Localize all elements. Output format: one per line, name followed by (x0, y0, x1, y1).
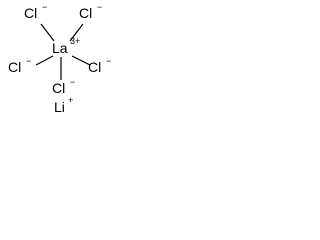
chloride-charge-upper-left: − (42, 2, 48, 12)
chloride-charge-upper-right: − (97, 2, 103, 12)
chloride-charge-lower-left: − (26, 56, 32, 66)
lanthanum-charge: 3+ (70, 36, 81, 46)
chlorine-label-upper-right: Cl (79, 5, 93, 21)
bond-la-cl-lower-left (35, 55, 54, 66)
chloride-charge-lower-right: − (106, 56, 112, 66)
chloride-charge-bottom: − (70, 77, 76, 87)
lithium-charge: + (68, 95, 74, 105)
structure-diagram: Cl − Cl − La 3+ Cl − Cl − Cl − Li + (0, 0, 128, 118)
chlorine-label-bottom: Cl (52, 80, 66, 96)
lanthanum-label: La (52, 40, 68, 56)
bond-la-cl-lower-right (71, 55, 91, 66)
bond-la-cl-upper-left (40, 23, 55, 42)
chlorine-label-lower-right: Cl (88, 59, 102, 75)
bond-layer (35, 23, 91, 80)
chlorine-label-upper-left: Cl (24, 5, 38, 21)
bond-la-cl-upper-right (69, 23, 84, 42)
chlorine-label-lower-left: Cl (8, 59, 22, 75)
lithium-label: Li (54, 99, 65, 115)
